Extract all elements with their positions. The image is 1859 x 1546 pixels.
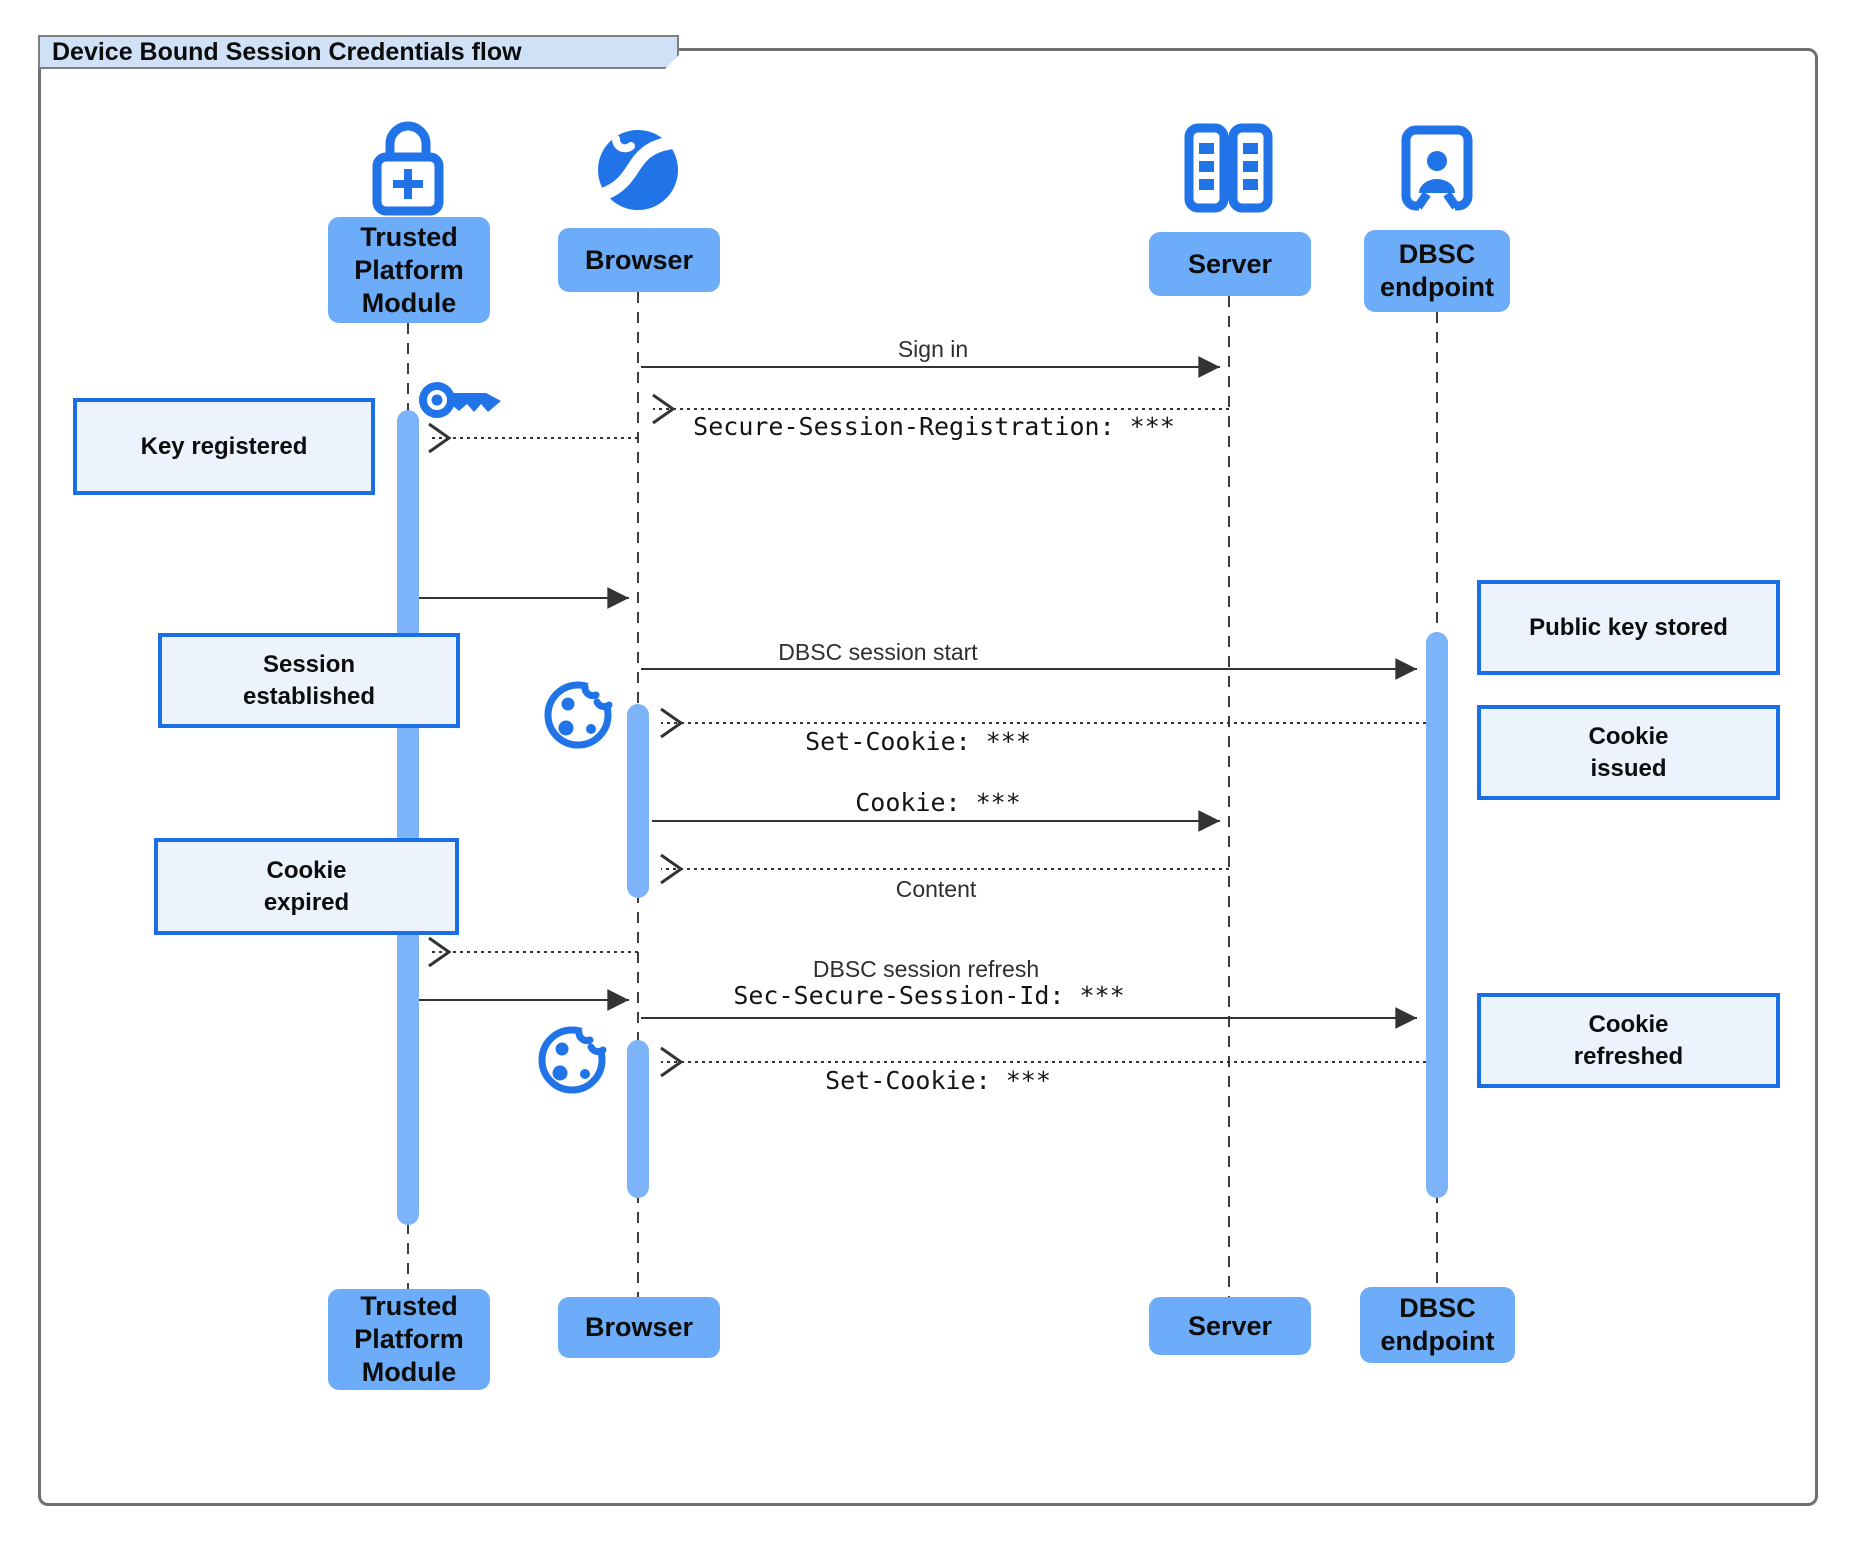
key-icon [419,382,501,418]
participant-label-dbsc-top: DBSC endpoint [1364,230,1510,312]
message-dbsc-session-refresh: DBSC session refresh [812,956,1040,982]
message-dbsc-session-start: DBSC session start [778,639,978,665]
participant-label-server-bottom: Server [1149,1297,1311,1355]
activation-bar-tpm [397,410,419,1225]
message-secure-session-registration: Secure-Session-Registration: *** [693,412,1175,441]
message-sign-in: Sign in [897,336,969,362]
participant-label-browser-bottom: Browser [558,1297,720,1358]
message-set-cookie-1: Set-Cookie: *** [805,727,1031,756]
message-set-cookie-2: Set-Cookie: *** [825,1066,1051,1095]
cookie-icon [548,678,615,745]
message-sec-secure-session-id: Sec-Secure-Session-Id: *** [733,981,1125,1010]
activation-bar-dbsc [1426,632,1448,1198]
message-arrows [419,356,1426,1078]
note-session-established: Session established [158,633,460,728]
note-cookie-issued: Cookie issued [1477,705,1780,800]
participant-label-browser-top: Browser [558,228,720,292]
message-cookie: Cookie: *** [855,788,1021,817]
participant-label-tpm-top: Trusted Platform Module [328,217,490,323]
globe-icon [597,130,678,210]
diagram-frame [38,48,1818,1506]
cookie-icon [542,1023,609,1090]
message-content: Content [895,876,977,902]
note-cookie-refreshed: Cookie refreshed [1477,993,1780,1088]
activation-bar-browser-1 [627,704,649,898]
endpoint-person-icon [1401,125,1473,212]
participant-label-dbsc-bottom: DBSC endpoint [1360,1287,1515,1363]
note-cookie-expired: Cookie expired [154,838,459,935]
note-public-key-stored: Public key stored [1477,580,1780,675]
participant-label-server-top: Server [1149,232,1311,296]
note-key-registered: Key registered [73,398,375,495]
server-rack-icon [1184,123,1273,213]
activation-bars [397,410,1448,1225]
activation-bar-browser-2 [627,1040,649,1198]
lock-plus-icon [372,121,444,216]
participant-label-tpm-bottom: Trusted Platform Module [328,1289,490,1390]
diagram-title: Device Bound Session Credentials flow [38,35,679,69]
